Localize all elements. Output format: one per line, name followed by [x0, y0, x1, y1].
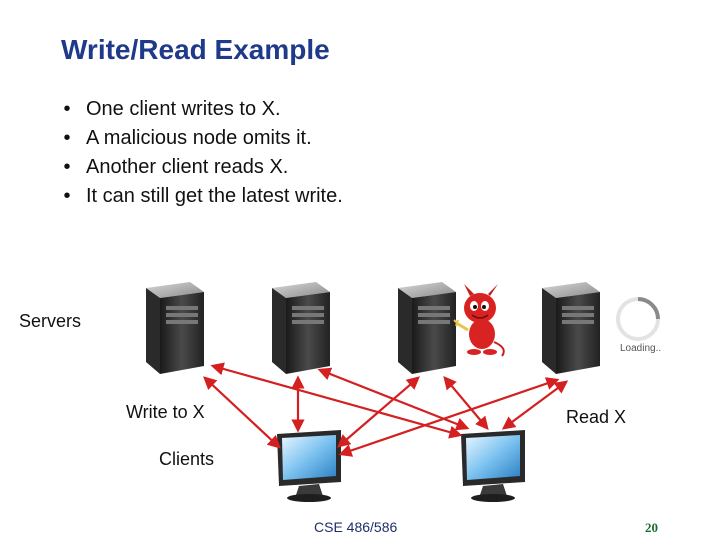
devil-mascot-icon [453, 284, 505, 357]
bullet-marker: • [63, 127, 71, 149]
read-label: Read X [566, 407, 627, 427]
bullet-item: • Another client reads X. [60, 153, 343, 182]
arrow-write-server1 [203, 376, 281, 449]
bullet-item: • One client writes to X. [60, 95, 343, 124]
servers-label: Servers [19, 311, 82, 331]
footer-course: CSE 486/586 [314, 519, 398, 535]
arrow-read-server4 [501, 380, 569, 430]
loading-text: Loading.. [620, 343, 662, 354]
bullet-item: • It can still get the latest write. [60, 182, 343, 211]
bullet-marker: • [63, 156, 71, 178]
bullet-text: A malicious node omits it. [86, 127, 312, 149]
monitor-icon [277, 430, 341, 502]
page-number: 20 [645, 520, 658, 535]
server-icon [146, 282, 204, 374]
bullet-item: • A malicious node omits it. [60, 124, 343, 153]
bullet-text: It can still get the latest write. [86, 185, 343, 207]
bullet-text: Another client reads X. [86, 156, 289, 178]
bullet-text: One client writes to X. [86, 98, 281, 120]
arrow-read-server2 [317, 367, 470, 431]
bullet-list: • One client writes to X. • A malicious no… [60, 95, 343, 211]
write-label: Write to X [126, 402, 205, 422]
bullet-marker: • [63, 185, 71, 207]
loading-spinner-icon [616, 297, 660, 341]
server-icon [542, 282, 600, 374]
monitor-icon [461, 430, 525, 502]
slide-title: Write/Read Example [61, 34, 330, 65]
server-icon [272, 282, 330, 374]
server-icon [398, 282, 456, 374]
bullet-marker: • [63, 98, 71, 120]
clients-label: Clients [159, 449, 215, 469]
arrow-read-server3 [443, 375, 489, 431]
arrow-group [203, 362, 569, 457]
